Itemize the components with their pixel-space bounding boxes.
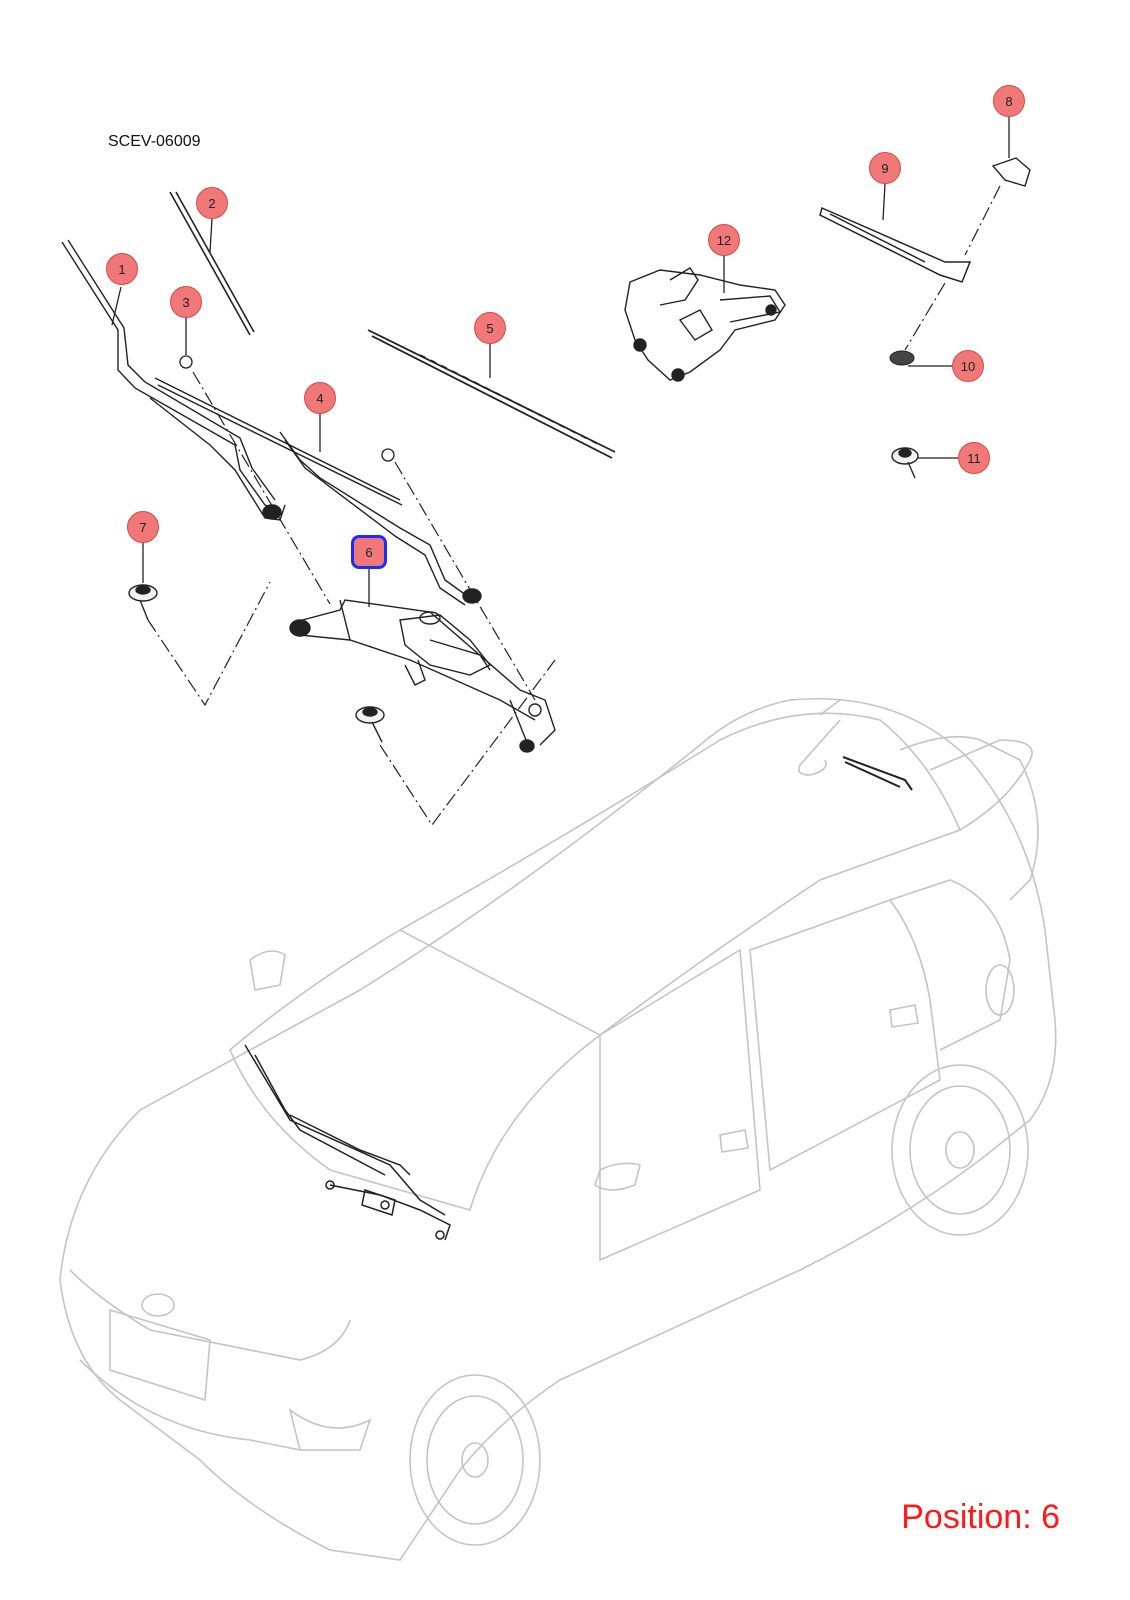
- position-label: Position: 6: [901, 1498, 1060, 1536]
- callout-12[interactable]: 12: [708, 224, 740, 256]
- bolt-11: [891, 447, 919, 479]
- callout-7[interactable]: 7: [127, 511, 159, 543]
- car-front-wiper-system: [244, 1044, 451, 1241]
- washer-nozzle-3: [179, 355, 193, 369]
- callout-9[interactable]: 9: [869, 152, 901, 184]
- wiper-linkage-motor: [289, 599, 556, 753]
- nut-10: [889, 350, 915, 366]
- callout-3[interactable]: 3: [170, 286, 202, 318]
- callout-10[interactable]: 10: [952, 350, 984, 382]
- car-rear-wiper: [842, 756, 913, 791]
- callout-6[interactable]: 6: [351, 535, 387, 569]
- linkage-bolt: [355, 706, 385, 743]
- bolt-7: [128, 584, 158, 621]
- wiper-blade-5: [367, 329, 616, 459]
- callout-1[interactable]: 1: [106, 253, 138, 285]
- wiper-arm-left: [61, 239, 286, 521]
- callout-11[interactable]: 11: [958, 442, 990, 474]
- wiper-arm-right: [154, 377, 482, 606]
- callout-4[interactable]: 4: [304, 382, 336, 414]
- diagram-code: SCEV-06009: [108, 133, 201, 150]
- cap-8: [991, 157, 1031, 187]
- rear-wiper-arm-9: [819, 206, 972, 283]
- callout-leaders: [111, 117, 1010, 607]
- callout-5[interactable]: 5: [474, 312, 506, 344]
- alignment-lines: [147, 185, 1001, 827]
- car-outline: [59, 697, 1057, 1561]
- callout-2[interactable]: 2: [196, 187, 228, 219]
- rear-wiper-motor-12: [624, 267, 786, 382]
- wiper-blade-2: [169, 191, 255, 336]
- callout-8[interactable]: 8: [993, 85, 1025, 117]
- washer-nozzle-right: [381, 448, 395, 462]
